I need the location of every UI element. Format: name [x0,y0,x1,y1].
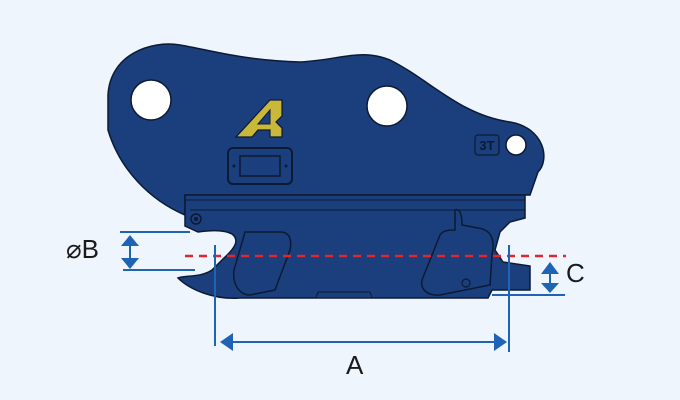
tonnage-marking-icon: 3T [474,134,500,156]
front-hook-outline [232,231,292,296]
rear-hook-outline [420,208,494,296]
brand-logo-icon [234,99,283,138]
coupler-body-plate [107,43,545,217]
dimension-c [492,262,565,296]
nameplate-icon [227,147,293,185]
small-hole [505,134,527,156]
dimension-a-label: A [346,350,364,380]
pin-hole-right [366,85,408,127]
dimension-b-label: ⌀B [66,234,99,264]
dimension-c-label: C [566,258,585,288]
pin-hole-left [130,79,172,121]
coupler-frame [176,194,531,299]
svg-text:3T: 3T [479,138,494,153]
bolt-icon [190,213,202,225]
bottom-tab [315,291,373,299]
dimension-a [214,245,510,352]
dimension-b [120,231,195,271]
